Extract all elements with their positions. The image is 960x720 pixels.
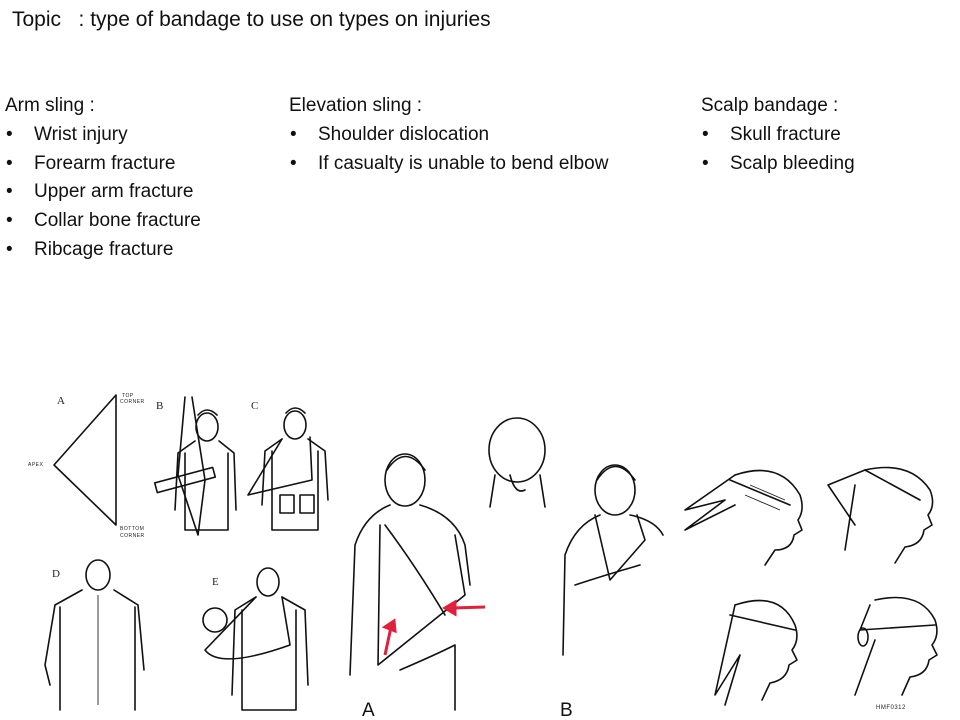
column-heading: Elevation sling : bbox=[289, 95, 423, 116]
bullet: • bbox=[6, 210, 13, 232]
bottom-corner-label: BOTTOM bbox=[120, 526, 144, 532]
panel-label: B bbox=[560, 700, 573, 720]
top-corner-label: CORNER bbox=[120, 399, 145, 405]
panel-label: C bbox=[251, 400, 258, 412]
panel-label: B bbox=[156, 400, 163, 412]
item-text: If casualty is unable to bend elbow bbox=[318, 152, 609, 174]
panel-label: A bbox=[57, 395, 65, 407]
elevation-sling-column: Elevation sling : •Shoulder dislocation … bbox=[289, 92, 608, 178]
list-item: • Wrist injury bbox=[5, 121, 201, 150]
scalp-bandage-illustration: HMF0312 bbox=[684, 466, 938, 711]
panel-label: E bbox=[212, 576, 219, 588]
bullet: • bbox=[290, 152, 297, 174]
figure-b-drawing bbox=[562, 464, 664, 656]
bullet: • bbox=[6, 181, 13, 203]
scalp-bandage-column: Scalp bandage : • Skull fracture • Scalp b… bbox=[701, 92, 855, 178]
bullet: • bbox=[6, 238, 13, 260]
panel-label: A bbox=[362, 700, 375, 720]
apex-label: APEX bbox=[28, 462, 44, 468]
figure-a-drawing bbox=[349, 453, 471, 711]
top-corner-label: TOP bbox=[122, 393, 134, 399]
column-heading: Arm sling : bbox=[5, 95, 95, 116]
elevation-sling-illustration: A B bbox=[349, 417, 664, 720]
list-item: • Scalp bleeding bbox=[701, 150, 855, 179]
panel-label: D bbox=[52, 568, 60, 580]
bullet: • bbox=[6, 123, 13, 145]
bottom-corner-label: CORNER bbox=[120, 533, 145, 539]
scalp-head-2-drawing bbox=[827, 466, 934, 564]
item-text: Wrist injury bbox=[34, 123, 128, 145]
figure-b-drawing bbox=[153, 396, 237, 536]
bullet: • bbox=[6, 152, 13, 174]
triangle-bandage-drawing bbox=[53, 394, 117, 526]
list-item: • Collar bone fracture bbox=[5, 207, 201, 236]
slide-title: Topic : type of bandage to use on types … bbox=[12, 8, 491, 31]
list-item: • Shoulder dislocation bbox=[289, 121, 608, 150]
figure-e-drawing bbox=[202, 567, 309, 711]
item-text: Skull fracture bbox=[730, 123, 841, 145]
figure-code-label: HMF0312 bbox=[876, 705, 906, 711]
red-arrow-icon bbox=[381, 599, 486, 656]
arm-sling-column: Arm sling : • Wrist injury • Forearm fract… bbox=[5, 92, 201, 265]
arm-sling-illustration: A TOP CORNER APEX BOTTOM CORNER B C D E bbox=[28, 393, 329, 711]
item-text: Collar bone fracture bbox=[34, 210, 201, 232]
figure-c-drawing bbox=[247, 407, 329, 531]
figure-d-drawing bbox=[44, 559, 145, 711]
bullet: • bbox=[702, 123, 709, 145]
list-item: • Forearm fracture bbox=[5, 150, 201, 179]
bullet: • bbox=[702, 152, 709, 174]
list-item: • If casualty is unable to bend elbow bbox=[289, 150, 608, 179]
item-text: Forearm fracture bbox=[34, 152, 176, 174]
item-text: Upper arm fracture bbox=[34, 181, 194, 203]
item-text: Scalp bleeding bbox=[730, 152, 855, 174]
scalp-head-1-drawing bbox=[684, 469, 803, 566]
head-back-drawing bbox=[488, 417, 546, 508]
bullet: • bbox=[290, 123, 297, 145]
scalp-head-3-drawing bbox=[714, 599, 798, 706]
item-text: Shoulder dislocation bbox=[318, 123, 490, 145]
list-item: • Skull fracture bbox=[701, 121, 855, 150]
scalp-head-4-drawing bbox=[854, 596, 938, 696]
item-text: Ribcage fracture bbox=[34, 238, 174, 260]
list-item: • Upper arm fracture bbox=[5, 178, 201, 207]
list-item: • Ribcage fracture bbox=[5, 236, 201, 265]
column-heading: Scalp bandage : bbox=[701, 95, 839, 116]
